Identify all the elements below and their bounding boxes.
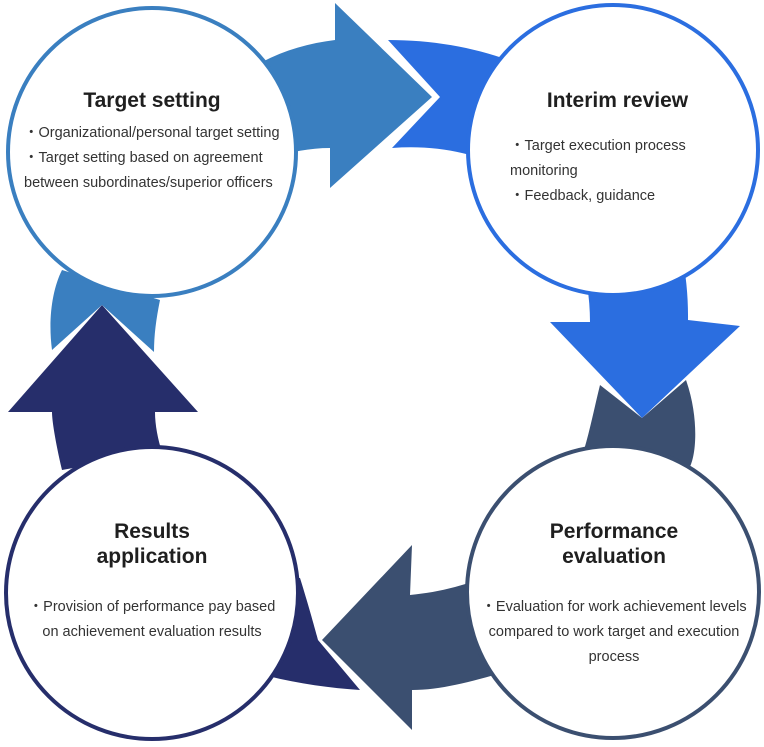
node-performance-evaluation: Performance evaluation ・Evaluation for w… [480,519,748,670]
node-interim-review: Interim review ・Target execution process… [510,88,725,209]
node-bullets: ・Provision of performance pay based on a… [28,595,276,645]
node-title: Performance evaluation [549,520,679,568]
bullet-item: ・Organizational/personal target setting [24,125,280,141]
node-title: Results application [96,520,208,568]
arc-target-segment [50,270,160,352]
node-bullets: ・Target execution process monitoring ・Fe… [510,134,725,209]
node-bullets: ・Evaluation for work achievement levels … [480,595,748,670]
bullet-item: ・Target setting based on agreement betwe… [24,150,273,191]
node-bullets: ・Organizational/personal target setting … [24,121,280,196]
node-title: Target setting [83,89,221,112]
node-target-setting: Target setting ・Organizational/personal … [24,88,280,196]
bullet-item: ・Target execution process monitoring [510,138,686,179]
node-results-application: Results application ・Provision of perfor… [28,519,276,645]
bullet-item: ・Evaluation for work achievement levels … [481,599,747,665]
arrow-performance-to-results [322,545,505,730]
node-circle-target-setting [6,6,298,298]
arrow-results-to-target [8,305,198,470]
bullet-item: ・Feedback, guidance [510,188,656,204]
arrow-target-to-interim [262,3,432,188]
node-title: Interim review [546,89,689,112]
node-circle-results-application [4,445,300,741]
node-circle-performance-evaluation [465,444,761,740]
node-circle-interim-review [466,3,760,297]
bullet-item: ・Provision of performance pay based on a… [28,599,276,640]
